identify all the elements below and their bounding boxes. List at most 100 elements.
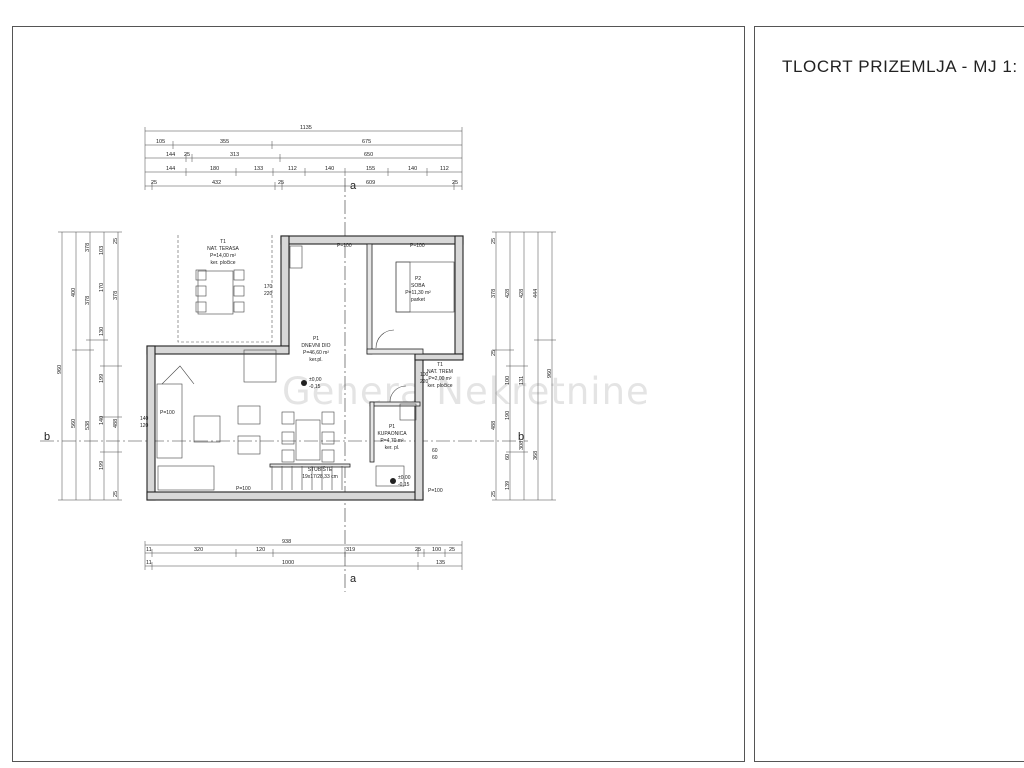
- interior-walls: [269, 243, 424, 468]
- furniture: [156, 245, 455, 491]
- watermark: Genera Nekretnine: [282, 370, 650, 413]
- right-dimension-chains: [492, 231, 556, 501]
- dimension-label: 938: [282, 539, 291, 545]
- dimension-label: 140: [99, 416, 105, 425]
- dimension-label: 1000: [282, 560, 294, 566]
- opening-label: P=100: [236, 486, 251, 492]
- room-code: P1: [313, 336, 319, 342]
- dimension-label: 609: [366, 180, 375, 186]
- annotation: 220: [264, 291, 273, 297]
- annotation: 100: [420, 372, 429, 378]
- dimension-label: 199: [99, 374, 105, 383]
- room-floor: ker. pl.: [385, 445, 400, 451]
- room-area: P=2,00 m²: [428, 376, 452, 382]
- annotation: 140: [140, 416, 149, 422]
- dimension-label: 139: [505, 481, 511, 490]
- annotation: 220: [420, 379, 429, 385]
- dimension-label: 190: [505, 411, 511, 420]
- section-a-top-label: a: [350, 180, 357, 192]
- room-name: NAT. TREM: [427, 369, 453, 375]
- left-dimension-chains: [58, 231, 122, 501]
- dimension-label: 378: [113, 291, 119, 300]
- plan-title: TLOCRT PRIZEMLJA - MJ 1:: [782, 57, 1018, 76]
- dimension-label: 355: [220, 139, 229, 145]
- room-code: P2: [415, 276, 421, 282]
- dimension-label: 144: [166, 152, 175, 158]
- level-markers: ±0,00 -0,15 ±0,00 -0,15: [301, 377, 411, 488]
- dimension-label: 25: [113, 238, 119, 244]
- dimension-label: 1135: [300, 125, 312, 131]
- room-floor: ker.pl.: [309, 357, 322, 363]
- dimension-label: 308: [519, 441, 525, 450]
- dimension-label: 60: [505, 454, 511, 460]
- annotation: 170: [264, 284, 273, 290]
- dimension-label: 400: [71, 288, 77, 297]
- dimension-label: 112: [288, 166, 297, 172]
- dimension-label: 538: [85, 421, 91, 430]
- section-cut-lines: [40, 178, 528, 592]
- dimension-label: 320: [194, 547, 203, 553]
- dimension-label: 105: [156, 139, 165, 145]
- dimension-label: 25: [491, 350, 497, 356]
- dimension-label: 100: [432, 547, 441, 553]
- dimension-label: 432: [212, 180, 221, 186]
- drawing-sheet-frame: [12, 26, 745, 762]
- dimension-label: 100: [505, 376, 511, 385]
- dimension-label: 319: [346, 547, 355, 553]
- opening-label: P=100: [428, 488, 443, 494]
- dimension-label: 180: [210, 166, 219, 172]
- dimension-label: 199: [99, 461, 105, 470]
- dimension-label: 25: [415, 547, 421, 553]
- dimension-label: 313: [230, 152, 239, 158]
- dimension-label: 11: [146, 560, 152, 566]
- room-floor: parket: [411, 297, 426, 303]
- dimension-label: 135: [436, 560, 445, 566]
- bottom-dimension-values: 938 11 320 120 319 25 100 25 11 1000 135: [146, 539, 455, 566]
- dimension-label: 25: [184, 152, 190, 158]
- room-name: NAT. TERASA: [207, 246, 239, 252]
- title-block-frame: [754, 26, 1024, 762]
- room-code: P1: [389, 424, 395, 430]
- section-b-left-label: b: [44, 431, 50, 443]
- dimension-label: 560: [71, 419, 77, 428]
- room-name: KUPAONICA: [377, 431, 407, 437]
- dimension-label: 133: [254, 166, 263, 172]
- level-mark: -0,15: [398, 482, 410, 488]
- dimension-label: 25: [491, 491, 497, 497]
- opening-labels: P=100 P=100 P=100 P=100 P=100: [160, 243, 443, 494]
- dimension-label: 25: [278, 180, 284, 186]
- dimension-label: 130: [99, 327, 105, 336]
- small-annotations: 170 220 140 120 60 60 100 220: [140, 284, 438, 461]
- room-code: T1: [220, 239, 226, 245]
- dimension-label: 140: [325, 166, 334, 172]
- annotation: 60: [432, 448, 438, 454]
- dimension-label: 488: [113, 419, 119, 428]
- right-dimension-values: 378 428 428 444 960 25 25 488 25 100 190…: [491, 238, 553, 497]
- level-mark: -0,15: [309, 384, 321, 390]
- dimension-label: 155: [366, 166, 375, 172]
- room-labels: T1 NAT. TERASA P=14,00 m² ker. pločice P…: [207, 239, 453, 480]
- dimension-label: 650: [364, 152, 373, 158]
- room-area: 19x17/28,33 cm: [302, 474, 338, 480]
- dimension-label: 428: [519, 289, 525, 298]
- dimension-label: 378: [85, 296, 91, 305]
- room-name: SOBA: [411, 283, 426, 289]
- dimension-label: 960: [547, 369, 553, 378]
- room-name: STUBIŠTE: [308, 466, 333, 473]
- level-mark: ±0,00: [398, 475, 411, 481]
- room-area: P=4,70 m²: [380, 438, 404, 444]
- room-area: P=14,00 m²: [210, 253, 236, 259]
- room-floor: ker. pločice: [210, 260, 235, 266]
- section-a-bottom-label: a: [350, 573, 357, 585]
- annotation: 120: [140, 423, 149, 429]
- opening-label: P=100: [410, 243, 425, 249]
- dimension-label: 140: [408, 166, 417, 172]
- section-b-right-label: b: [518, 431, 524, 443]
- dimension-label: 144: [166, 166, 175, 172]
- left-dimension-values: 960 400 560 378 378 538 103 170 130 199 …: [57, 238, 119, 497]
- dimension-label: 112: [440, 166, 449, 172]
- dimension-label: 378: [491, 289, 497, 298]
- room-code: T1: [437, 362, 443, 368]
- dimension-label: 25: [151, 180, 157, 186]
